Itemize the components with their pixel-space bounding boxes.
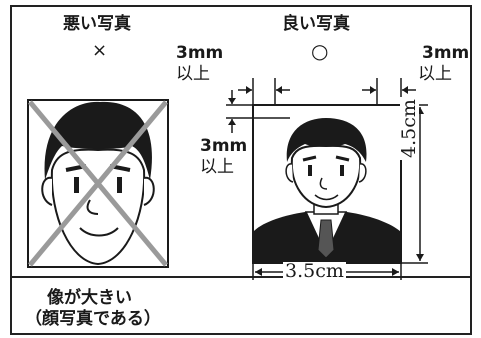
good-hair xyxy=(286,118,367,162)
margin-left-value: 3mm xyxy=(176,43,224,63)
good-brow-left xyxy=(302,155,317,162)
good-tie xyxy=(317,219,335,259)
good-photo-mark: ○ xyxy=(311,39,329,63)
good-ear-right xyxy=(358,163,367,183)
bad-hair xyxy=(44,101,152,180)
good-eye-left xyxy=(308,165,312,176)
bad-ear-right xyxy=(143,176,155,206)
bad-ear-left xyxy=(41,176,53,206)
bad-nose xyxy=(86,199,99,215)
bad-photo-mark: × xyxy=(92,40,108,61)
good-photo-illustration xyxy=(226,78,428,280)
good-face xyxy=(290,144,362,209)
margin-right-text: 以上 xyxy=(418,64,452,84)
bad-eye-left xyxy=(74,177,79,193)
bad-photo-illustration xyxy=(27,99,169,268)
margin-right-value: 3mm xyxy=(422,43,470,63)
good-mouth xyxy=(314,194,339,201)
margin-top-text: 以上 xyxy=(200,157,234,177)
frame-divider xyxy=(10,276,472,278)
cross-line-2 xyxy=(28,100,168,267)
good-brow-right xyxy=(335,155,350,162)
good-ear-left xyxy=(285,163,294,183)
good-photo-title: 良い写真 xyxy=(282,14,350,34)
bad-eye-right xyxy=(117,177,122,193)
margin-left-text: 以上 xyxy=(176,64,210,84)
bad-photo-caption-line1: 像が大きい xyxy=(47,288,132,308)
bad-mouth xyxy=(79,227,119,237)
bad-photo-caption-line2: （顔写真である） xyxy=(25,309,161,329)
bad-photo-title: 悪い写真 xyxy=(63,14,131,34)
height-dimension-label: 4.5cm xyxy=(398,97,420,160)
frame-border-right xyxy=(470,5,472,335)
width-dimension-label: 3.5cm xyxy=(283,260,346,282)
good-nose xyxy=(319,177,328,190)
frame-border-bottom xyxy=(10,333,472,335)
margin-top-value: 3mm xyxy=(200,136,248,156)
frame-border-top xyxy=(10,5,472,7)
frame-border-left xyxy=(10,5,12,335)
good-eye-right xyxy=(340,165,344,176)
